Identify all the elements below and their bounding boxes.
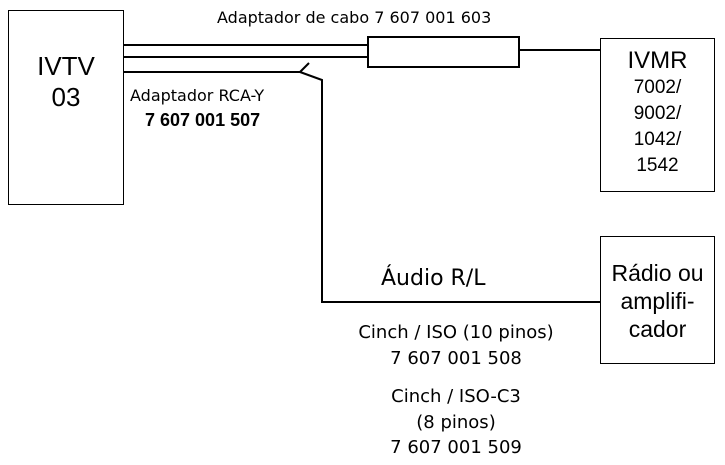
ivtv-unit-box: IVTV 03 [8, 10, 124, 205]
ivtv-label-line1: IVTV [37, 51, 95, 81]
ivmr-label-line5: 1542 [636, 155, 679, 176]
radio-amplifier-label: Rádio ou amplifi- cador [601, 259, 714, 343]
radio-label-line3: cador [628, 316, 687, 342]
rca-y-split [299, 71, 600, 303]
ivmr-label-line1: IVMR [627, 47, 688, 74]
cinch-iso-10-label: Cinch / ISO (10 pinos) [358, 322, 554, 343]
ivmr-label-line2: 7002/ [633, 77, 682, 98]
radio-amplifier-box: Rádio ou amplifi- cador [600, 236, 715, 364]
cinch-iso-c3-pins: (8 pinos) [416, 412, 496, 433]
radio-label-line1: Rádio ou [611, 260, 704, 286]
ivmr-unit-box: IVMR 7002/ 9002/ 1042/ 1542 [600, 38, 715, 192]
rca-adapter-label: Adaptador RCA-Y [130, 86, 265, 105]
ivmr-label-line3: 9002/ [633, 103, 682, 124]
cable-adapter-label: Adaptador de cabo 7 607 001 603 [217, 8, 492, 27]
rca-adapter-number: 7 607 001 507 [145, 110, 261, 130]
cable-adapter-block [367, 36, 520, 68]
radio-label-line2: amplifi- [620, 288, 695, 314]
cinch-iso-c3-number: 7 607 001 509 [390, 437, 522, 458]
cinch-iso-10-number: 7 607 001 508 [390, 348, 522, 369]
audio-label: Áudio R/L [381, 266, 486, 291]
ivmr-label: IVMR 7002/ 9002/ 1042/ 1542 [601, 47, 714, 179]
ivtv-label: IVTV 03 [9, 51, 123, 113]
rca-y-branch [299, 62, 310, 73]
ivmr-label-line4: 1042/ [633, 129, 682, 150]
cinch-iso-c3-label: Cinch / ISO-C3 [391, 386, 521, 407]
ivtv-label-line2: 03 [51, 82, 81, 113]
